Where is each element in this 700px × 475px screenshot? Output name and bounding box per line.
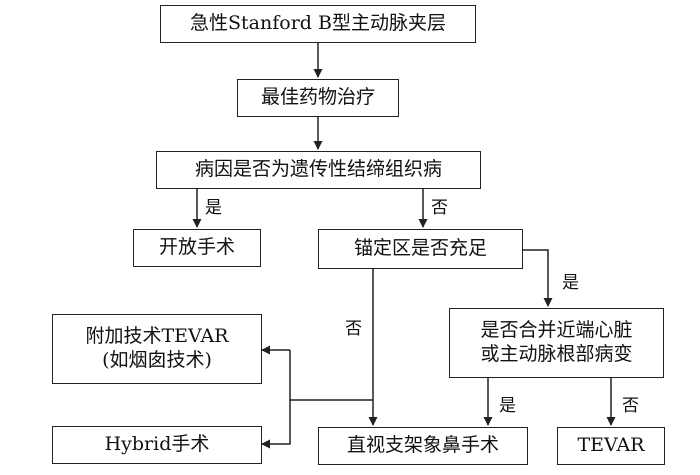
- node-open-surgery: 开放手术: [133, 229, 261, 267]
- edge-label-cause-no: 否: [431, 198, 448, 218]
- node-proximal-root-lesion-line-2: 或主动脉根部病变: [480, 343, 633, 365]
- node-frozen-elephant-trunk: 直视支架象鼻手术: [318, 427, 528, 465]
- node-hybrid-surgery: Hybrid手术: [52, 426, 262, 464]
- node-landing-zone-question: 锚定区是否充足: [318, 229, 523, 269]
- edge-label-anchor-yes: 是: [562, 273, 579, 293]
- connector-branch: [289, 350, 373, 401]
- node-addon-tevar-line-1: 附加技术TEVAR: [85, 325, 229, 348]
- node-tevar: TEVAR: [557, 427, 665, 465]
- node-proximal-root-lesion-question: 是否合并近端心脏 或主动脉根部病变: [449, 308, 664, 378]
- node-hereditary-connective-tissue-question: 病因是否为遗传性结缔组织病: [156, 151, 481, 189]
- edge-label-cause-yes: 是: [205, 198, 222, 218]
- node-addon-tevar-line-2: (如烟囱技术): [102, 349, 212, 371]
- edge-label-anchor-no: 否: [345, 319, 362, 339]
- node-optimal-medical-therapy: 最佳药物治疗: [237, 79, 399, 117]
- arrow-to-hybrid: [261, 400, 291, 449]
- node-addon-tevar: 附加技术TEVAR (如烟囱技术): [52, 314, 262, 384]
- node-acute-type-b-dissection: 急性Stanford B型主动脉夹层: [160, 5, 476, 43]
- edge-label-combined-yes: 是: [499, 396, 516, 416]
- edge-label-combined-no: 否: [622, 396, 639, 416]
- node-proximal-root-lesion-line-1: 是否合并近端心脏: [480, 319, 633, 342]
- arrow-anchor-to-combined: [523, 249, 553, 307]
